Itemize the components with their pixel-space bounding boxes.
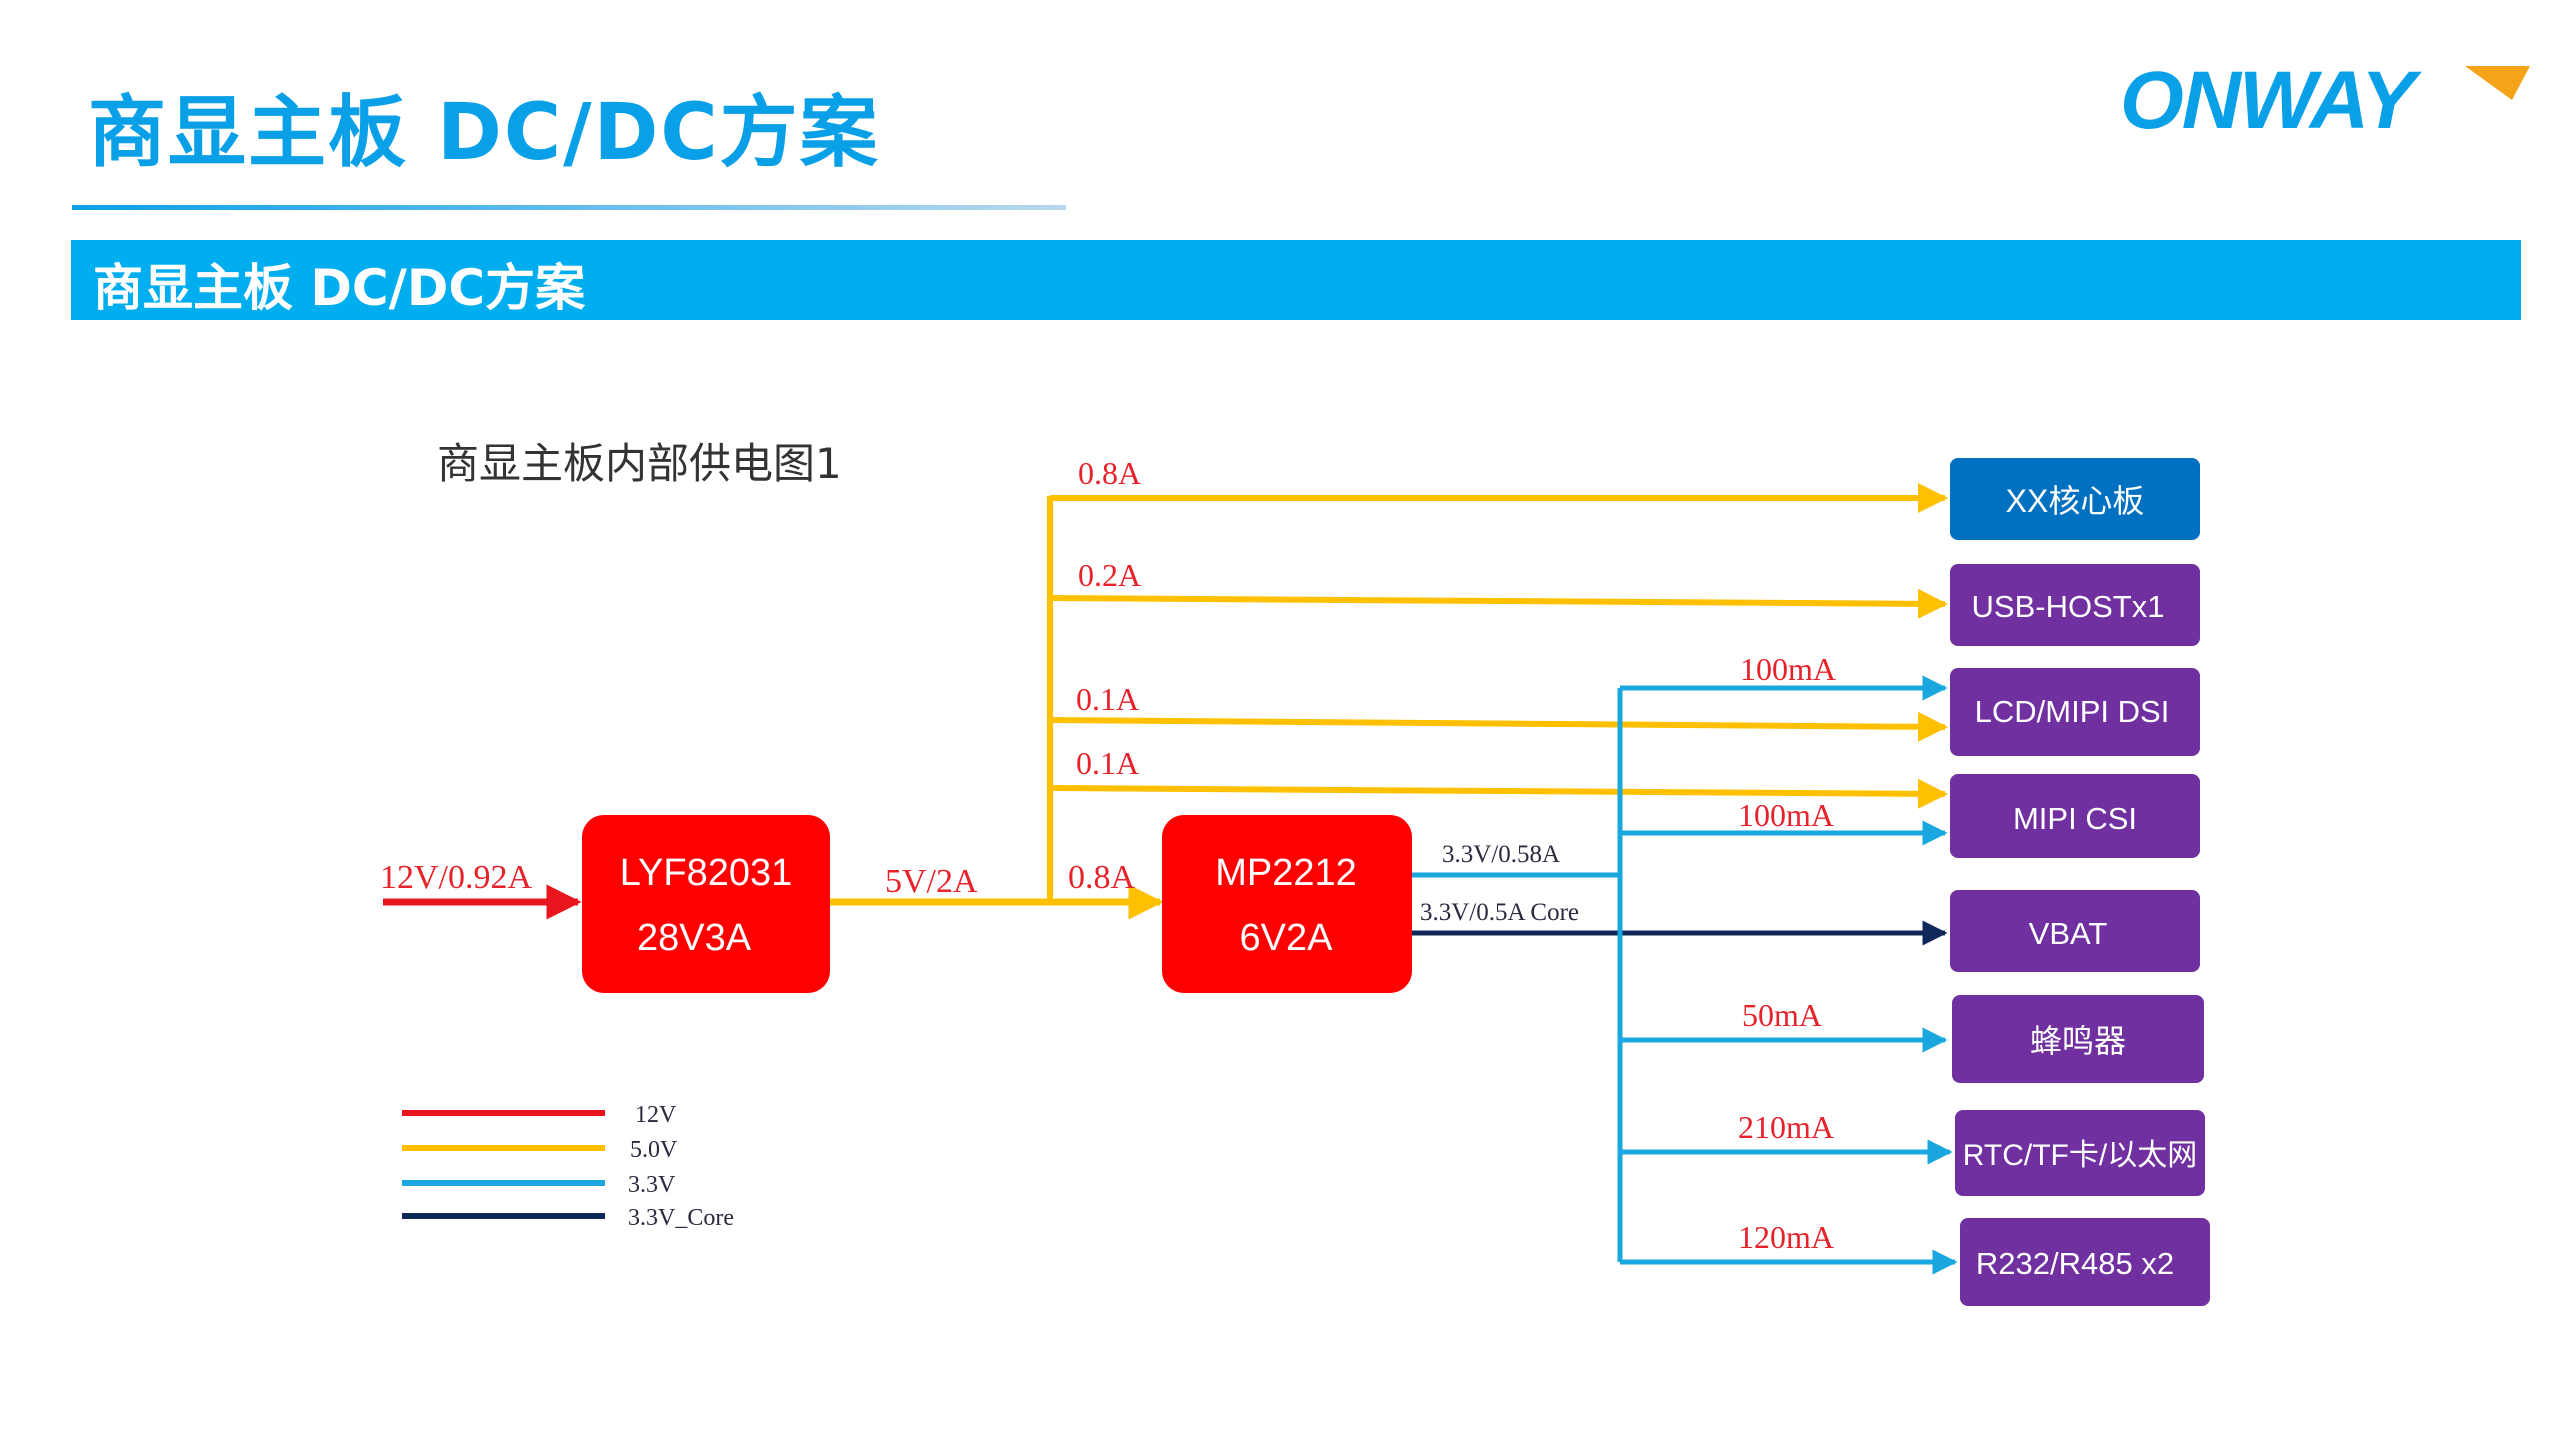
target-buzzer <box>1952 995 2204 1083</box>
banner-title: 商显主板 DC/DC方案 <box>93 259 586 317</box>
branch-5v-label-1: 0.2A <box>1078 557 1141 593</box>
page-title: 商显主板 DC/DC方案 <box>88 88 880 178</box>
onway-logo: ONWAY <box>2120 60 2530 140</box>
target-buzzer-label: 蜂鸣器 <box>2030 1023 2126 1059</box>
chip-lyf82031 <box>582 815 830 993</box>
target-rtc-label: RTC/TF卡/以太网 <box>1963 1139 2197 1172</box>
branch-5v-csi <box>1049 778 1948 809</box>
branch-33-label-4: 120mA <box>1738 1219 1834 1255</box>
branch-5v-usb <box>1049 588 1948 619</box>
target-rs <box>1960 1218 2210 1306</box>
target-core-label: XX核心板 <box>2006 483 2145 519</box>
target-lcd-label: LCD/MIPI DSI <box>1975 694 2170 729</box>
target-rtc <box>1955 1110 2205 1196</box>
branch-5v-label-2: 0.1A <box>1076 681 1139 717</box>
target-usb <box>1950 564 2200 646</box>
target-csi-label: MIPI CSI <box>2013 801 2137 836</box>
chip2-input-label: 0.8A <box>1068 859 1136 896</box>
chip1-name: LYF82031 <box>620 852 793 894</box>
branch-33-label-1: 100mA <box>1738 797 1834 833</box>
legend-label-33v: 3.3V <box>628 1172 676 1198</box>
legend-label-5v: 5.0V <box>630 1137 678 1163</box>
branch-33-label-0: 100mA <box>1740 651 1836 687</box>
rail-core-label: 3.3V/0.5A Core <box>1420 899 1579 926</box>
section-banner: 商显主板 DC/DC方案 <box>71 240 2521 320</box>
chip-mp2212 <box>1162 815 1412 993</box>
branch-5v-label-0: 0.8A <box>1078 455 1141 491</box>
branch-5v-label-3: 0.1A <box>1076 745 1139 781</box>
target-rs-label: R232/R485 x2 <box>1976 1246 2174 1281</box>
chip2-name: MP2212 <box>1215 852 1357 894</box>
legend-label-core: 3.3V_Core <box>628 1205 734 1231</box>
title-divider <box>72 205 1066 210</box>
input-label: 12V/0.92A <box>380 859 533 896</box>
branch-33-label-2: 50mA <box>1742 997 1822 1033</box>
branch-5v-lcd <box>1049 711 1948 742</box>
branch-33-label-3: 210mA <box>1738 1109 1834 1145</box>
chip1-spec: 28V3A <box>637 917 752 959</box>
legend-label-12v: 12V <box>635 1102 677 1128</box>
svg-text:ONWAY: ONWAY <box>2120 60 2422 140</box>
diagram-subtitle: 商显主板内部供电图1 <box>437 439 842 488</box>
target-usb-label: USB-HOSTx1 <box>1972 589 2165 624</box>
target-vbat <box>1950 890 2200 972</box>
link-5v-label: 5V/2A <box>885 863 978 900</box>
target-vbat-label: VBAT <box>2029 916 2108 951</box>
chip2-spec: 6V2A <box>1240 917 1334 959</box>
target-core <box>1950 458 2200 540</box>
target-lcd <box>1950 668 2200 756</box>
target-csi <box>1950 774 2200 858</box>
rail-33-label: 3.3V/0.58A <box>1442 841 1560 868</box>
